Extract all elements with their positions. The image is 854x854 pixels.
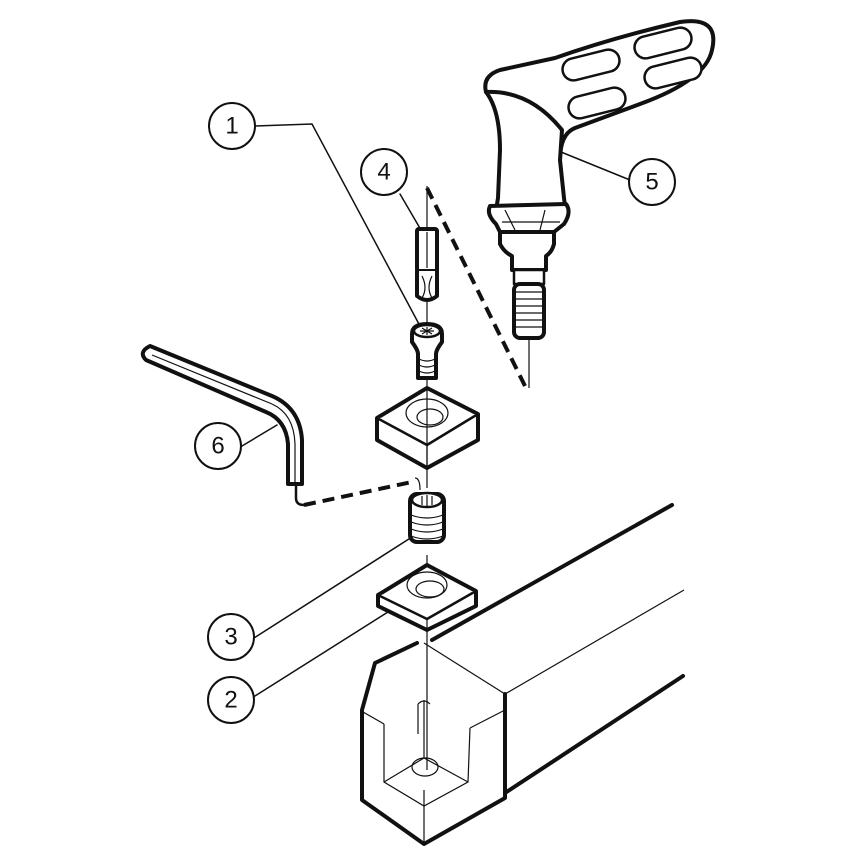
leader-2 [254, 611, 389, 697]
callout-circle [207, 613, 255, 661]
torx-bit-part-4 [415, 186, 439, 324]
leader-lines [241, 123, 631, 697]
insert [375, 380, 480, 488]
callout-circle [207, 676, 255, 724]
leader-4 [399, 193, 422, 231]
callout-circle [208, 102, 256, 150]
callout-5: 5 [628, 158, 676, 206]
shim-screw-part-3 [408, 491, 446, 544]
leader-5 [560, 151, 631, 181]
callout-4: 4 [360, 148, 408, 196]
tool-holder [360, 503, 685, 846]
torque-screwdriver-part-5 [483, 19, 716, 388]
callout-label-4: 4 [377, 159, 390, 186]
callout-circle [628, 158, 676, 206]
callout-6: 6 [194, 422, 242, 470]
leader-1 [254, 123, 421, 327]
callout-circle [194, 422, 242, 470]
leader-3 [253, 536, 413, 639]
callout-3: 3 [207, 613, 255, 661]
callout-label-2: 2 [224, 687, 237, 714]
hex-key-part-6 [140, 344, 421, 507]
shim-part-2 [376, 555, 478, 632]
callout-label-6: 6 [211, 433, 224, 460]
callout-1: 1 [208, 102, 256, 150]
callout-2: 2 [207, 676, 255, 724]
insert-screw-part-1 [410, 322, 444, 380]
callout-label-5: 5 [645, 169, 658, 196]
callout-label-1: 1 [225, 113, 238, 140]
callout-circle [360, 148, 408, 196]
leader-6 [241, 424, 278, 447]
callout-label-3: 3 [224, 624, 237, 651]
